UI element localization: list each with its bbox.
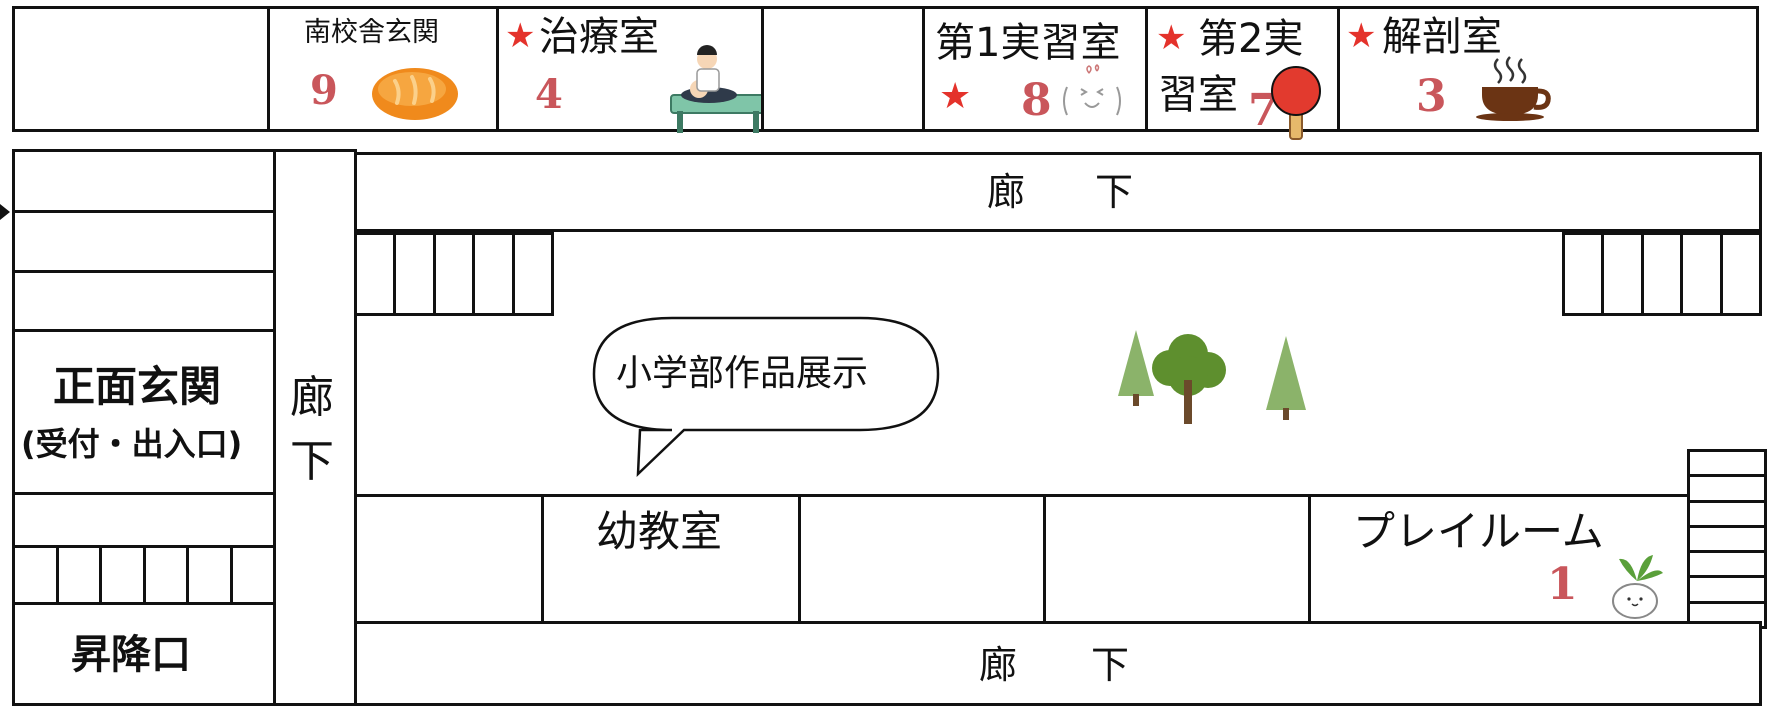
practice-2-label-line2: 習室 (1158, 72, 1238, 118)
kindergarten-label: 幼教室 (596, 507, 723, 556)
trees-icon (1118, 330, 1306, 424)
smiling-face-icon (1063, 64, 1121, 116)
room-playroom[interactable]: プレイルーム 1 (1308, 494, 1690, 624)
south-entrance-number: 9 (310, 67, 338, 114)
stairs-exit[interactable]: 昇降口 (12, 602, 276, 706)
anatomy-label: 解剖室 (1382, 14, 1502, 60)
room-kindergarten[interactable]: 幼教室 (541, 494, 801, 624)
coffee-cup-icon (1476, 56, 1551, 121)
stairs-top-left (354, 232, 554, 316)
main-entrance-label: 正面玄関 (53, 362, 222, 411)
stairs-right (1687, 449, 1767, 629)
corridor-left: 廊 下 (273, 149, 357, 706)
corridor-top-char1: 廊 (987, 170, 1026, 214)
room-treatment[interactable]: ★ 治療室 4 (496, 6, 766, 133)
corridor-bottom-char2: 下 (1091, 643, 1130, 687)
bottom-room-blank-1 (354, 494, 544, 624)
stairs-top-right (1562, 232, 1762, 316)
anatomy-star-icon: ★ (1346, 16, 1377, 56)
ping-pong-paddle-icon (1271, 66, 1321, 140)
room-practice-2[interactable]: ★ 第2実 習室 7 (1145, 6, 1340, 140)
practice-1-number: 8 (1021, 75, 1052, 126)
bottom-room-blank-3 (1043, 494, 1311, 624)
top-room-blank (761, 6, 925, 132)
room-anatomy[interactable]: ★ 解剖室 3 (1337, 6, 1759, 132)
south-entrance-label: 南校舎玄関 (304, 17, 439, 48)
treatment-star-icon: ★ (505, 16, 536, 56)
arrow-right-icon (0, 204, 10, 220)
room-practice-1[interactable]: 第1実習室 ★ 8 (922, 6, 1148, 132)
bread-icon (372, 68, 458, 120)
callout-text: 小学部作品展示 (616, 353, 869, 394)
corridor-bottom: 廊 下 (354, 621, 1762, 706)
practice-1-label: 第1実習室 (935, 20, 1121, 66)
main-entrance-sublabel: (受付・出入口) (21, 425, 243, 463)
practice-1-star-icon: ★ (939, 76, 972, 117)
practice-2-star-icon: ★ (1156, 18, 1187, 58)
bottom-room-blank-2 (798, 494, 1046, 624)
left-room-2 (12, 210, 276, 273)
treatment-label: 治療室 (539, 14, 659, 60)
stairs-exit-label: 昇降口 (71, 632, 191, 678)
massage-therapy-icon (670, 45, 766, 133)
stairs-left (12, 545, 276, 605)
corridor-top: 廊 下 (354, 152, 1762, 232)
corridor-bottom-char1: 廊 (979, 643, 1018, 687)
corridor-left-char1: 廊 (290, 372, 334, 423)
room-south-entrance[interactable]: 南校舎玄関 9 (267, 6, 499, 132)
anatomy-number: 3 (1416, 71, 1447, 122)
main-entrance[interactable]: 正面玄関 (受付・出入口) (12, 329, 276, 495)
playroom-label: プレイルーム (1353, 507, 1604, 556)
corridor-top-char2: 下 (1095, 170, 1134, 214)
left-room-3 (12, 270, 276, 332)
treatment-number: 4 (535, 71, 563, 118)
left-room-4 (12, 492, 276, 548)
radish-icon (1612, 555, 1663, 619)
corridor-left-char2: 下 (290, 436, 334, 487)
top-left-room (12, 6, 270, 132)
callout-bubble (592, 316, 940, 478)
left-room-1 (12, 149, 276, 213)
playroom-number: 1 (1547, 559, 1578, 610)
practice-2-label-line1: 第2実 (1198, 16, 1304, 62)
